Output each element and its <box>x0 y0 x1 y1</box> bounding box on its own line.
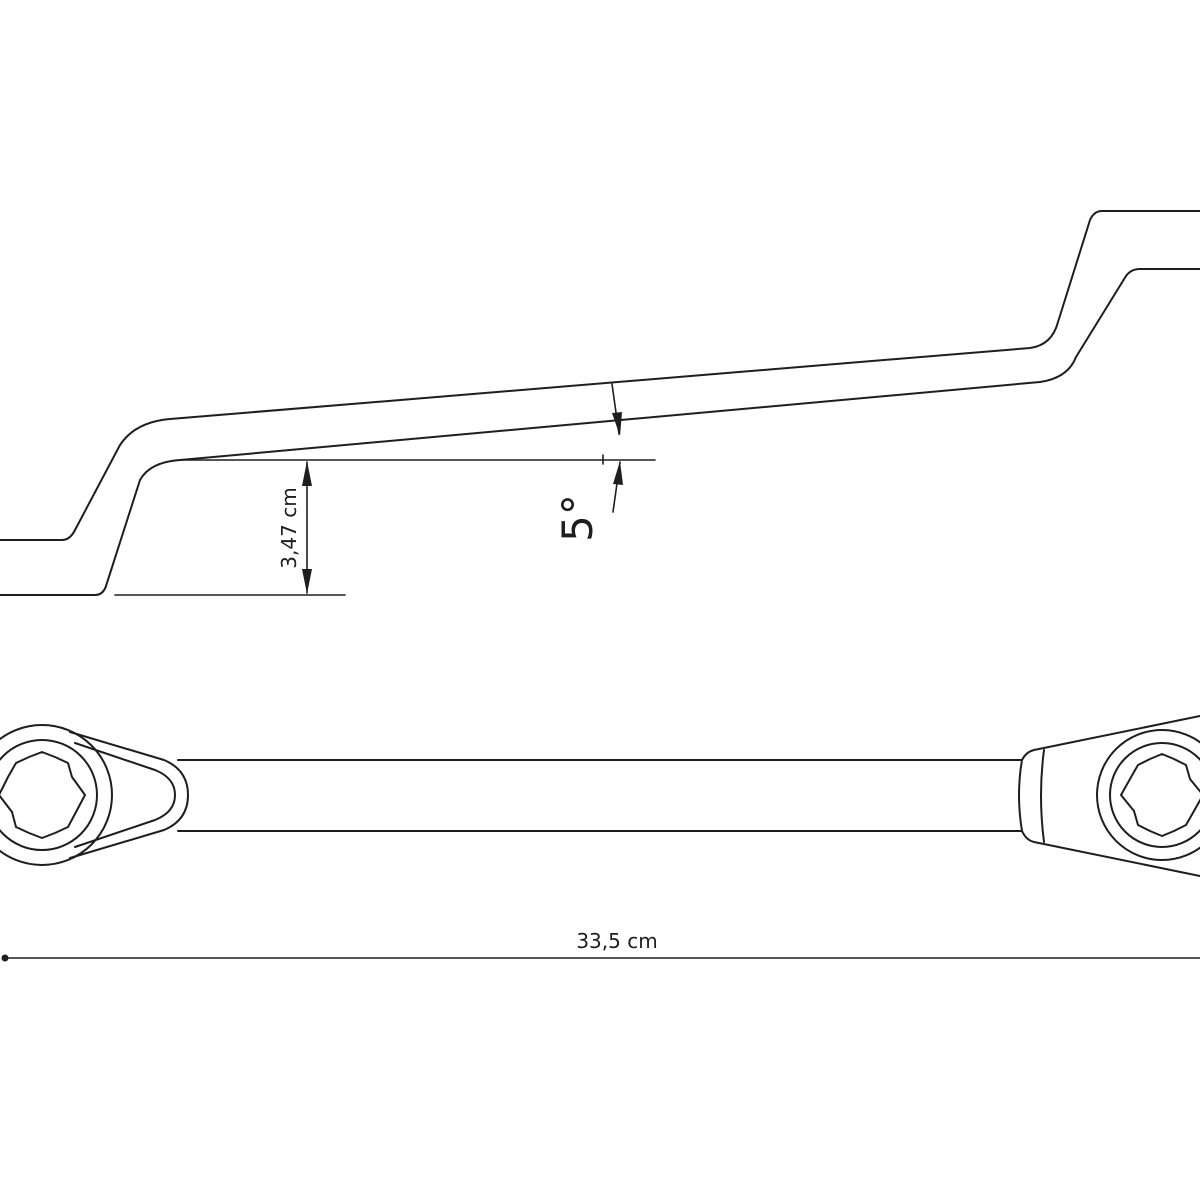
arrow-up-icon <box>302 461 312 486</box>
left-head-outline <box>69 731 189 859</box>
arrow-down-icon <box>302 569 312 594</box>
wrench-shaft <box>177 759 1023 832</box>
side-view-upper-outline <box>0 210 1200 541</box>
right-ring-head <box>1018 715 1200 877</box>
left-ring-inner <box>0 739 98 851</box>
length-dimension-end-dot <box>1 954 9 962</box>
offset-angle-label: 5° <box>553 494 602 542</box>
left-ring-outer <box>0 724 113 866</box>
offset-height-label: 3,47 cm <box>277 487 301 568</box>
offset-angle-dimension: 5° <box>553 383 623 542</box>
angle-arrow-up-icon <box>613 461 623 485</box>
side-view: 3,47 cm 5° <box>0 210 1200 596</box>
offset-height-dimension: 3,47 cm <box>277 461 312 594</box>
left-head-inner-taper <box>74 742 176 848</box>
right-ring-inner <box>1109 742 1200 848</box>
top-view: 33,5 cm <box>0 715 1200 962</box>
right-head-neck-outline <box>1021 715 1200 761</box>
length-label: 33,5 cm <box>576 929 657 953</box>
length-dimension: 33,5 cm <box>1 929 1200 962</box>
side-view-lower-outline <box>0 268 1200 596</box>
left-ring-twelve-point-icon <box>0 751 86 839</box>
right-head-neck-lower-outline <box>1021 830 1200 877</box>
angle-arrow-down-icon <box>612 412 622 436</box>
left-ring-head <box>0 724 189 866</box>
right-ring-twelve-point-icon <box>1120 753 1200 837</box>
right-head-neck-curve-right <box>1040 749 1045 843</box>
right-head-neck-curve-left <box>1018 759 1023 832</box>
right-ring-outer <box>1096 729 1200 861</box>
